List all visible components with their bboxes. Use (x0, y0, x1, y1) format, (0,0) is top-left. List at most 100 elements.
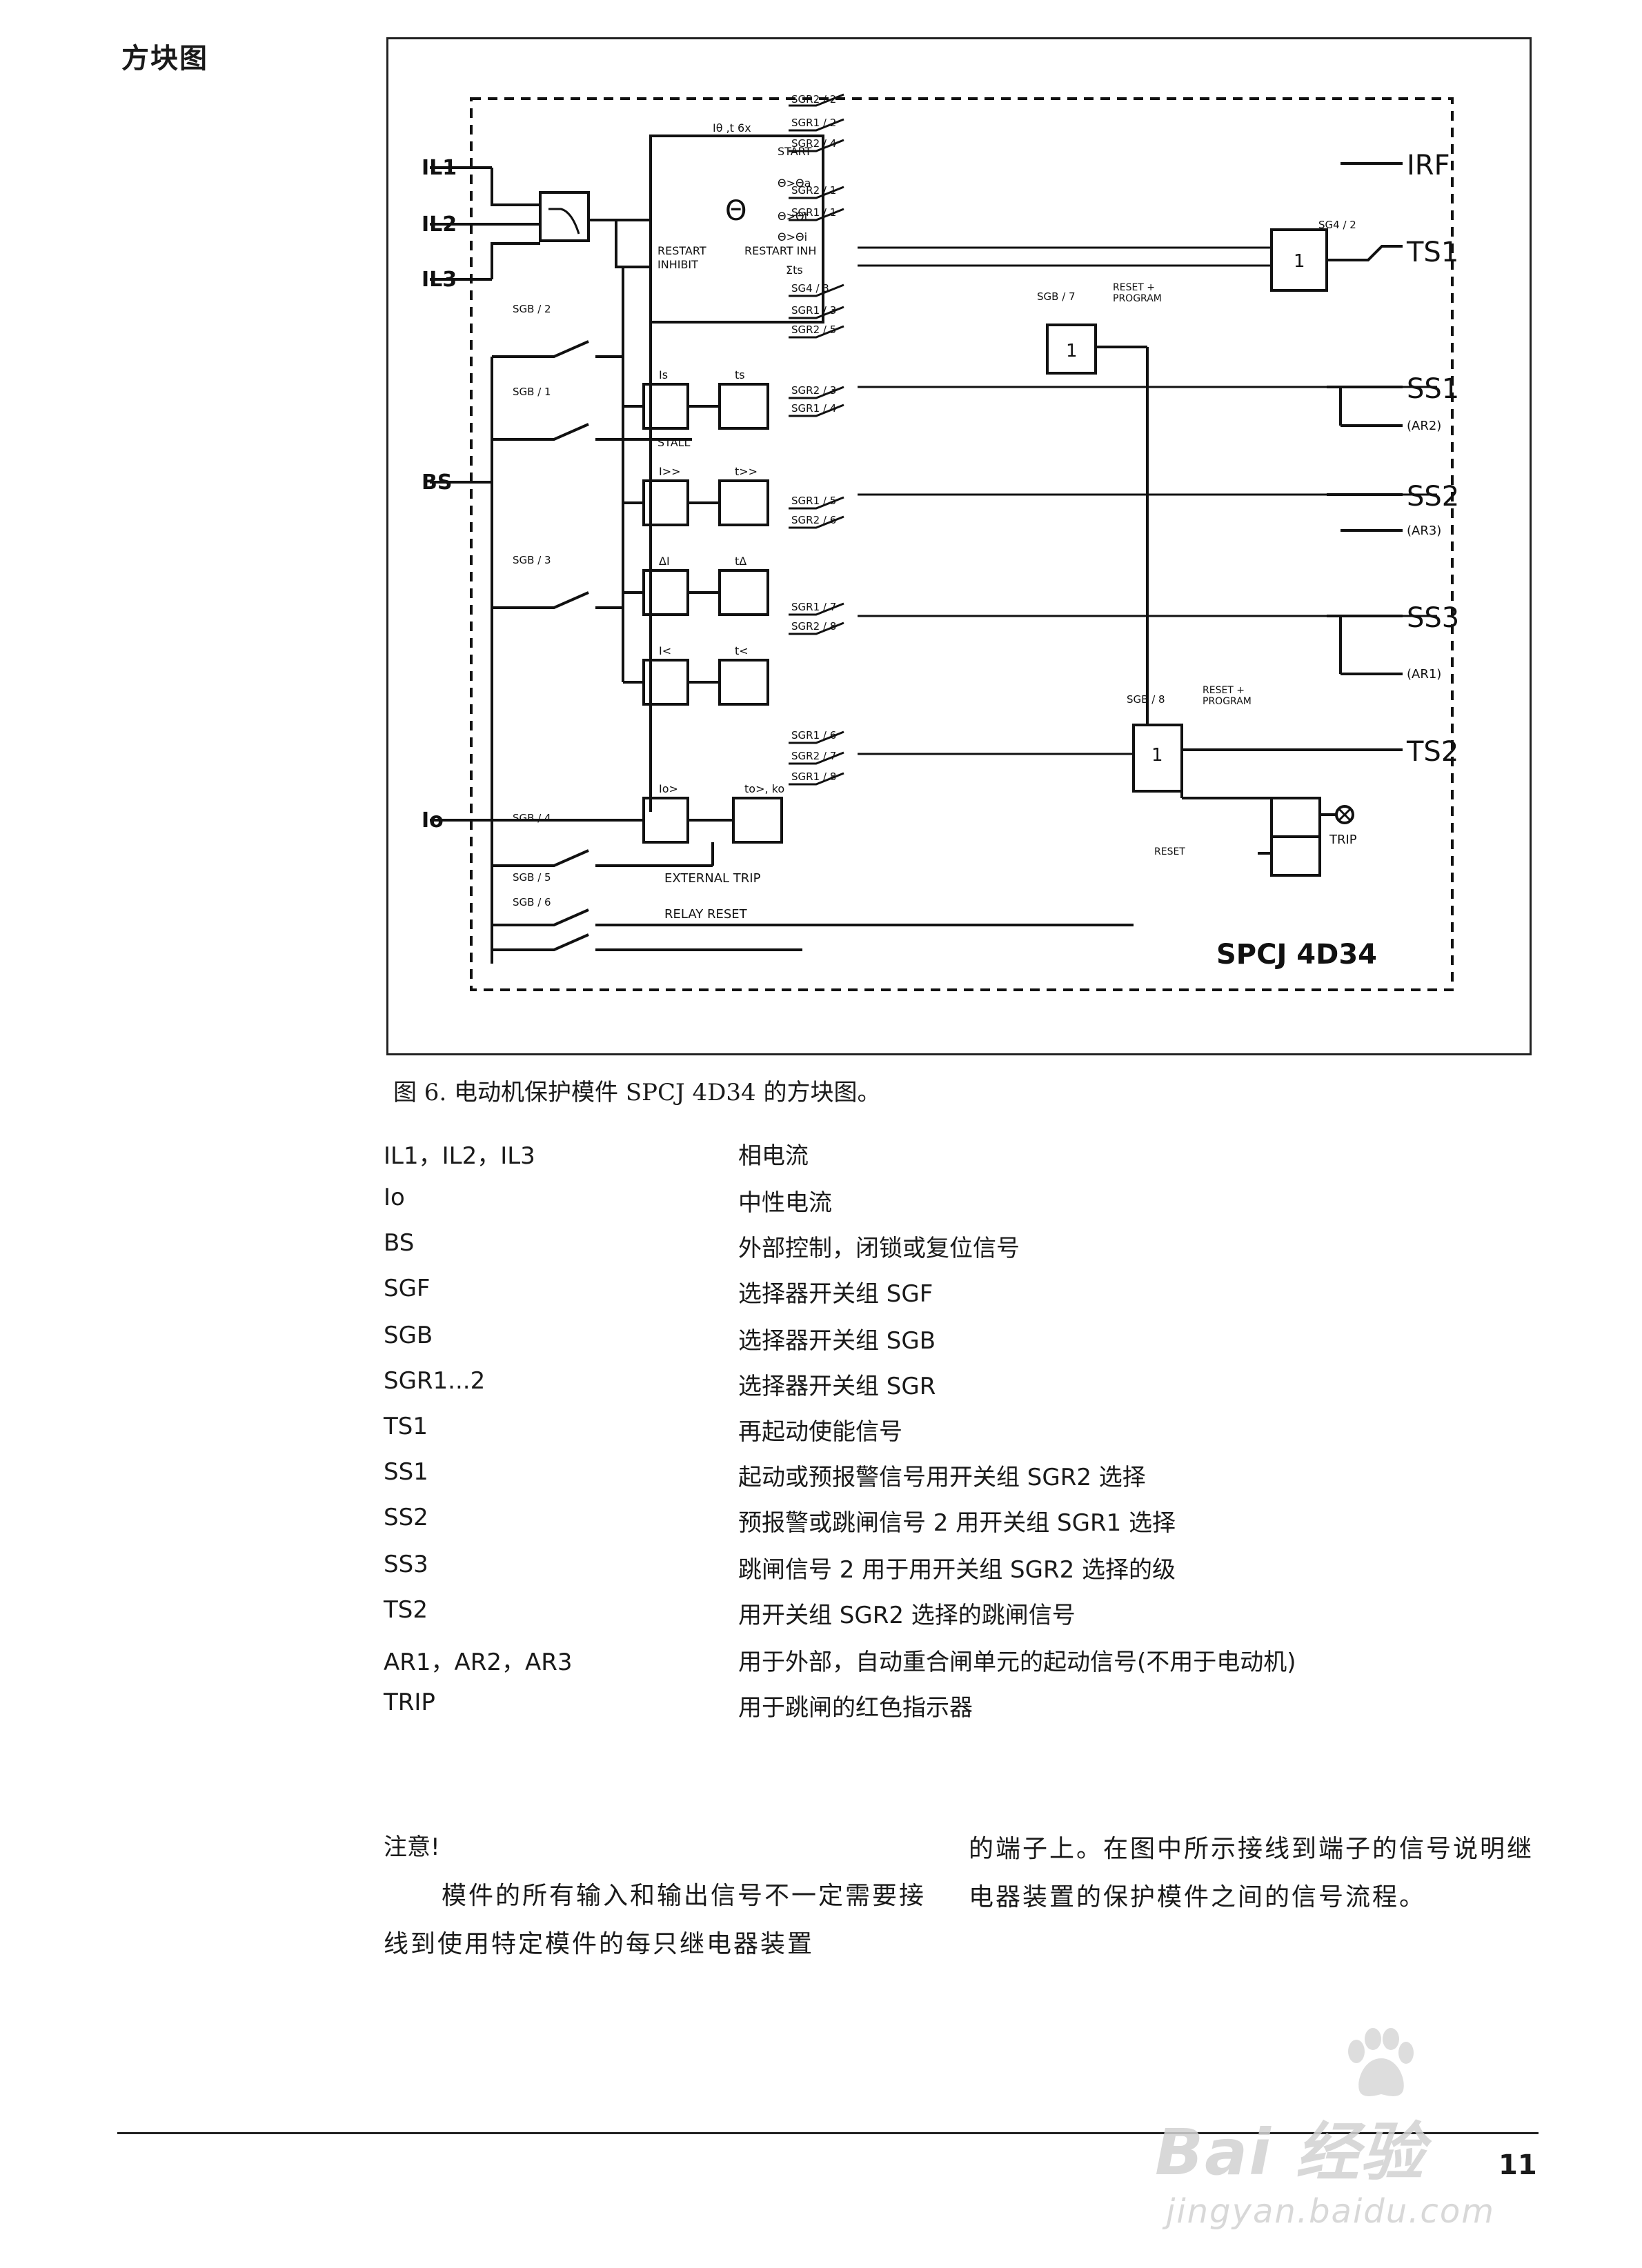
switch-sgr2-3: SGR2 / 3 (791, 384, 836, 397)
thermal-trip-label: Θ>Θt (778, 210, 809, 223)
or-gate-reset-label: 1 (1066, 341, 1078, 361)
thermal-restart-inh-label: RESTART INH (744, 244, 816, 257)
switch-sgr2-4: SGR2 / 4 (791, 137, 836, 150)
thermal-sum-ts-label: Σts (786, 263, 803, 277)
or-gate-reset (1046, 324, 1097, 375)
tdi-setting-label: tΔ (735, 555, 746, 568)
switch-sgr1-8: SGR1 / 8 (791, 770, 836, 783)
tio-setting-label: to>, ko (744, 782, 784, 795)
io-setting-label: Io> (659, 782, 678, 795)
reset-program-1-label: RESET + (1113, 282, 1155, 293)
legend-symbol: SS2 (384, 1504, 428, 1531)
switch-sgr2-1: SGR2 / 1 (791, 184, 836, 197)
page-number: 11 (1498, 2149, 1537, 2181)
relay-reset-label: RELAY RESET (664, 907, 748, 922)
note-paragraph-right: 的端子上。在图中所示接线到端子的信号说明继电器装置的保护模件之间的信号流程。 (969, 1835, 1534, 1911)
or-gate-ts2-label: 1 (1151, 745, 1163, 766)
switch-sgr2-2: SGR2 / 2 (791, 93, 836, 106)
input-il3-label: IL3 (422, 268, 457, 292)
input-io-label: Io (422, 808, 444, 833)
legend-symbol: SS3 (384, 1551, 428, 1578)
thermal-start-label: START (778, 145, 812, 158)
note-title: 注意! (384, 1833, 440, 1861)
switch-sgr1-7: SGR1 / 7 (791, 601, 836, 613)
legend-description: 外部控制，闭锁或复位信号 (738, 1235, 1020, 1262)
watermark-brand: Bai 经验 (1155, 2116, 1425, 2189)
input-bs-label: BS (422, 470, 452, 495)
output-ss3-label: SS3 (1407, 602, 1459, 634)
legend-symbol: AR1，AR2，AR3 (384, 1649, 573, 1676)
di-setting-label: ΔI (659, 555, 670, 568)
switch-sgr1-2: SGR1 / 2 (791, 117, 836, 129)
phase-inputs (430, 166, 652, 812)
module-name-label: SPCJ 4D34 (1216, 939, 1377, 971)
legend-description: 用于跳闸的红色指示器 (738, 1694, 973, 1722)
footer-rule (117, 2132, 1539, 2134)
legend-description: 跳闸信号 2 用于用开关组 SGR2 选择的级 (738, 1556, 1176, 1584)
thermal-alarm-label: Θ>Θa (778, 177, 811, 190)
legend-description: 用于外部，自动重合闸单元的起动信号(不用于电动机) (738, 1649, 1296, 1676)
legend-symbol: TS2 (384, 1596, 428, 1624)
legend-description: 相电流 (738, 1142, 809, 1170)
legend-symbol: SS1 (384, 1458, 428, 1486)
output-irf-label: IRF (1407, 150, 1450, 181)
switch-sgr2-6: SGR2 / 6 (791, 514, 836, 526)
switch-sgb-3: SGB / 3 (513, 554, 551, 566)
ts-setting-label: ts (735, 368, 745, 381)
thermal-theta-symbol: Θ (725, 195, 746, 227)
note-paragraph-left: 模件的所有输入和输出信号不一定需要接线到使用特定模件的每只继电器装置 (384, 1882, 927, 1958)
switch-sgr1-3: SGR1 / 3 (791, 304, 836, 317)
output-ss1-label: SS1 (1407, 373, 1459, 405)
sgb-switches (492, 340, 1134, 951)
input-il1-label: IL1 (422, 156, 457, 180)
ilow-setting-label: I< (659, 644, 671, 657)
legend-description: 选择器开关组 SGR (738, 1373, 936, 1400)
stage-blocks (430, 357, 783, 866)
reset-label: RESET (1154, 846, 1185, 857)
switch-sgb-5: SGB / 5 (513, 871, 551, 884)
legend-symbol: TS1 (384, 1413, 428, 1440)
legend-symbol: Io (384, 1184, 405, 1211)
legend-symbol: TRIP (384, 1689, 435, 1716)
input-il2-label: IL2 (422, 212, 457, 237)
switch-sgb-6: SGB / 6 (513, 896, 551, 908)
output-ss2-label: SS2 (1407, 481, 1459, 513)
legend-symbol: IL1，IL2，IL3 (384, 1142, 535, 1170)
reset-program-ts2-2-label: PROGRAM (1203, 696, 1252, 707)
sgr-switches (789, 93, 1437, 786)
thermal-restart-label: RESTART (657, 244, 706, 257)
paw-logo-icon (1348, 2028, 1414, 2096)
thigh-setting-label: t>> (735, 465, 758, 478)
switch-sgb-8: SGB / 8 (1127, 693, 1165, 706)
reset-program-2-label: PROGRAM (1113, 293, 1162, 304)
switch-sgr1-5: SGR1 / 5 (791, 495, 836, 507)
external-trip-label: EXTERNAL TRIP (664, 871, 761, 886)
baidu-watermark: Bai 经验 jingyan.baidu.com (1147, 2027, 1533, 2254)
legend-description: 起动或预报警信号用开关组 SGR2 选择 (738, 1464, 1146, 1491)
switch-sgr1-1: SGR1 / 1 (791, 206, 836, 219)
thermal-inhibit-label: INHIBIT (657, 258, 698, 271)
switch-sg4-3: SG4 / 3 (791, 282, 829, 295)
module-boundary (470, 97, 1454, 991)
legend-description: 预报警或跳闸信号 2 用开关组 SGR1 选择 (738, 1509, 1176, 1537)
thermal-setting-label: Iθ ,t 6x (713, 121, 751, 135)
section-title: 方块图 (121, 43, 208, 74)
figure-caption: 图 6. 电动机保护模件 SPCJ 4D34 的方块图。 (393, 1079, 881, 1106)
legend-symbol: BS (384, 1229, 415, 1257)
switch-sgb-4: SGB / 4 (513, 812, 551, 824)
output-ts1-label: TS1 (1406, 237, 1458, 268)
watermark-url: jingyan.baidu.com (1166, 2192, 1495, 2231)
legend-description: 再起动使能信号 (738, 1418, 902, 1446)
switch-sgr2-8: SGR2 / 8 (791, 620, 836, 633)
switch-sg4-2: SG4 / 2 (1318, 219, 1356, 231)
block-diagram: IL1 IL2 IL3 BS Io IRF TS1 SS1 SS2 SS3 TS… (422, 93, 1459, 991)
or-gate-ts1-label: 1 (1294, 251, 1305, 272)
legend-description: 中性电流 (738, 1189, 832, 1217)
legend-description: 选择器开关组 SGF (738, 1280, 933, 1308)
switch-sgb-1: SGB / 1 (513, 386, 551, 398)
legend-symbol: SGR1...2 (384, 1367, 486, 1395)
legend-symbol: SGF (384, 1275, 431, 1302)
reset-program-ts2-1-label: RESET + (1203, 685, 1245, 696)
output-lines (1096, 162, 1403, 855)
switch-sgb-7: SGB / 7 (1037, 290, 1076, 303)
